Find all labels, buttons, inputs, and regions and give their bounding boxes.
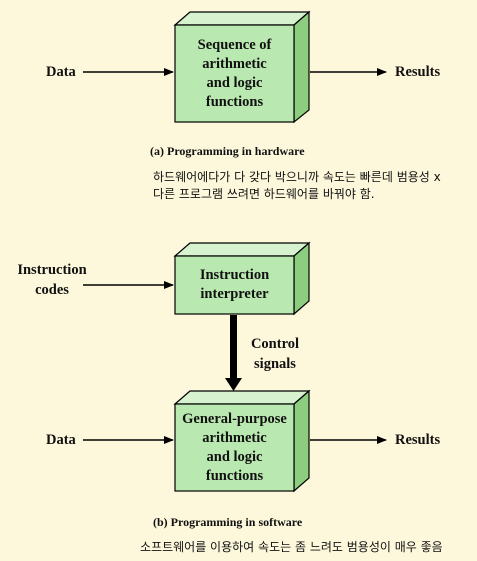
interpreter-box-label: Instruction interpreter: [175, 256, 294, 314]
data-label-b: Data: [46, 432, 76, 448]
control-line-2: signals: [254, 356, 296, 372]
note-b: 소프트웨어를 이용하여 속도는 좀 느려도 범용성이 매우 좋음: [140, 540, 443, 554]
box-general-purpose: [173, 389, 311, 493]
box-sequence-face: [174, 24, 295, 123]
instruction-codes-line-2: codes: [35, 282, 69, 298]
general-line-1: General-purpose: [182, 410, 287, 427]
general-line-3: and logic: [206, 448, 263, 465]
sequence-line-4: functions: [205, 93, 264, 110]
general-line-2: arithmetic: [202, 429, 267, 446]
sequence-line-3: and logic: [206, 74, 263, 91]
sequence-line-2: arithmetic: [202, 55, 267, 72]
interpreter-line-1: Instruction: [199, 267, 270, 283]
note-a-line-2: 다른 프로그램 쓰려면 하드웨어를 바꿔야 함.: [153, 187, 375, 201]
instruction-codes-label: Instruction codes: [14, 260, 90, 300]
caption-b: (b) Programming in software: [153, 515, 303, 529]
box-sequence-top: [173, 11, 311, 26]
interpreter-face: [174, 255, 295, 315]
arrow-control-head: [225, 378, 242, 391]
interpreter-line-2: interpreter: [200, 286, 269, 302]
results-label-a: Results: [395, 64, 441, 80]
data-label-a: Data: [46, 64, 76, 80]
general-box-label: General-purpose arithmetic and logic fun…: [175, 404, 294, 491]
box-sequence-side: [293, 10, 310, 124]
results-label-b: Results: [395, 432, 441, 448]
general-face: [174, 403, 295, 492]
sequence-line-1: Sequence of: [197, 36, 272, 53]
note-a-line-1: 하드웨어에다가 다 갖다 박으니까 속도는 빠른데 범용성 x: [153, 170, 441, 184]
control-signals-label: Control signals: [244, 334, 306, 374]
arrow-control-shaft: [230, 315, 237, 379]
general-line-4: functions: [205, 467, 264, 484]
instruction-codes-line-1: Instruction: [17, 262, 87, 278]
interpreter-top: [173, 242, 311, 257]
general-side: [293, 389, 310, 493]
interpreter-side: [293, 241, 310, 316]
box-sequence-functions: [173, 10, 311, 124]
caption-a: (a) Programming in hardware: [150, 144, 305, 158]
general-top: [173, 390, 311, 405]
sequence-box-label: Sequence of arithmetic and logic functio…: [175, 25, 294, 122]
control-line-1: Control: [250, 336, 300, 352]
box-instruction-interpreter: [173, 241, 311, 316]
